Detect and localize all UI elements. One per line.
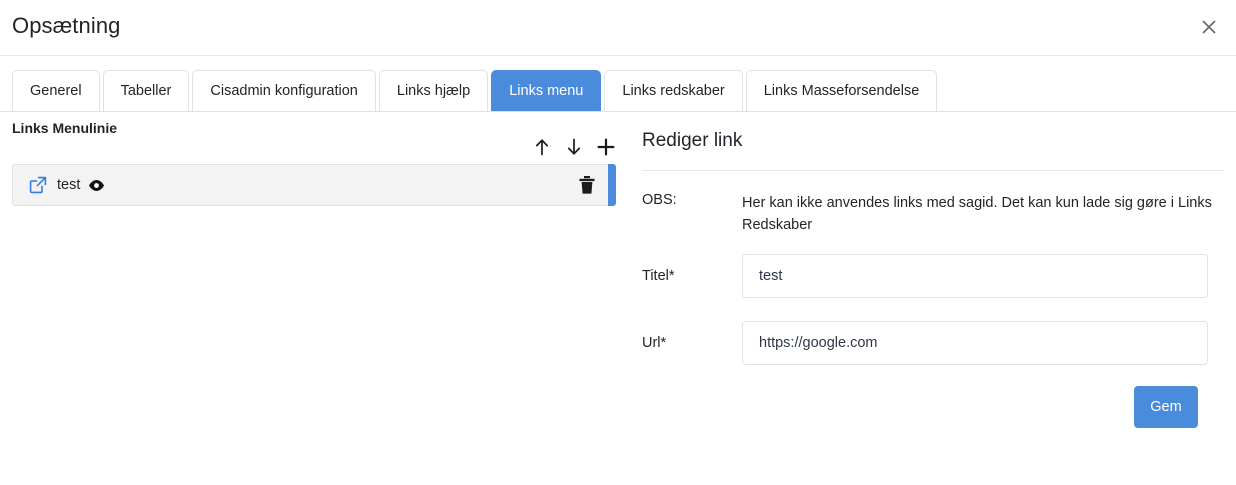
note-label: OBS: [642,192,677,208]
tab-links-menu[interactable]: Links menu [491,70,602,111]
title-field-label: Titel* [642,268,675,284]
links-list-pane: Links Menulinie [0,112,624,485]
note-text: Her kan ikke anvendes links med sagid. D… [742,195,1212,233]
page-title: Opsætning [12,13,121,38]
arrow-down-icon[interactable] [564,136,584,158]
tab-label: Links redskaber [622,83,725,99]
external-link-icon[interactable] [29,176,47,194]
tab-label: Generel [30,83,82,99]
tab-cisadmin-konfiguration[interactable]: Cisadmin konfiguration [192,70,376,111]
list-toolbar [532,136,616,158]
tab-tabeller[interactable]: Tabeller [102,70,190,111]
modal-header: Opsætning [0,0,1236,56]
url-input[interactable] [742,321,1208,365]
selected-indicator [608,164,616,206]
panel-title: Rediger link [642,130,743,151]
tab-links-hjaelp[interactable]: Links hjælp [378,70,489,111]
tab-label: Links Masseforsendelse [763,83,920,99]
edit-link-pane: Rediger link OBS: Her kan ikke anvendes … [624,112,1236,485]
section-title: Links Menulinie [12,120,118,136]
tab-label: Cisadmin konfiguration [210,83,358,99]
list-item[interactable]: test [12,164,616,206]
tab-bar: Generel Tabeller Cisadmin konfiguration … [0,70,1236,112]
tab-generel[interactable]: Generel [12,70,100,111]
plus-icon[interactable] [596,136,616,158]
panel-divider [642,170,1224,171]
close-icon[interactable] [1194,12,1224,42]
list-item-label: test [57,177,81,193]
tab-links-redskaber[interactable]: Links redskaber [604,70,743,111]
save-button[interactable]: Gem [1134,386,1198,428]
tab-label: Links menu [509,83,584,99]
trash-icon[interactable] [577,175,597,195]
arrow-up-icon[interactable] [532,136,552,158]
tab-label: Links hjælp [396,83,471,99]
modal-body: Links Menulinie [0,112,1236,485]
url-field-label: Url* [642,335,667,351]
tab-links-masseforsendelse[interactable]: Links Masseforsendelse [745,70,938,111]
tab-label: Tabeller [120,83,172,99]
eye-icon[interactable] [88,177,105,194]
title-input[interactable] [742,254,1208,298]
